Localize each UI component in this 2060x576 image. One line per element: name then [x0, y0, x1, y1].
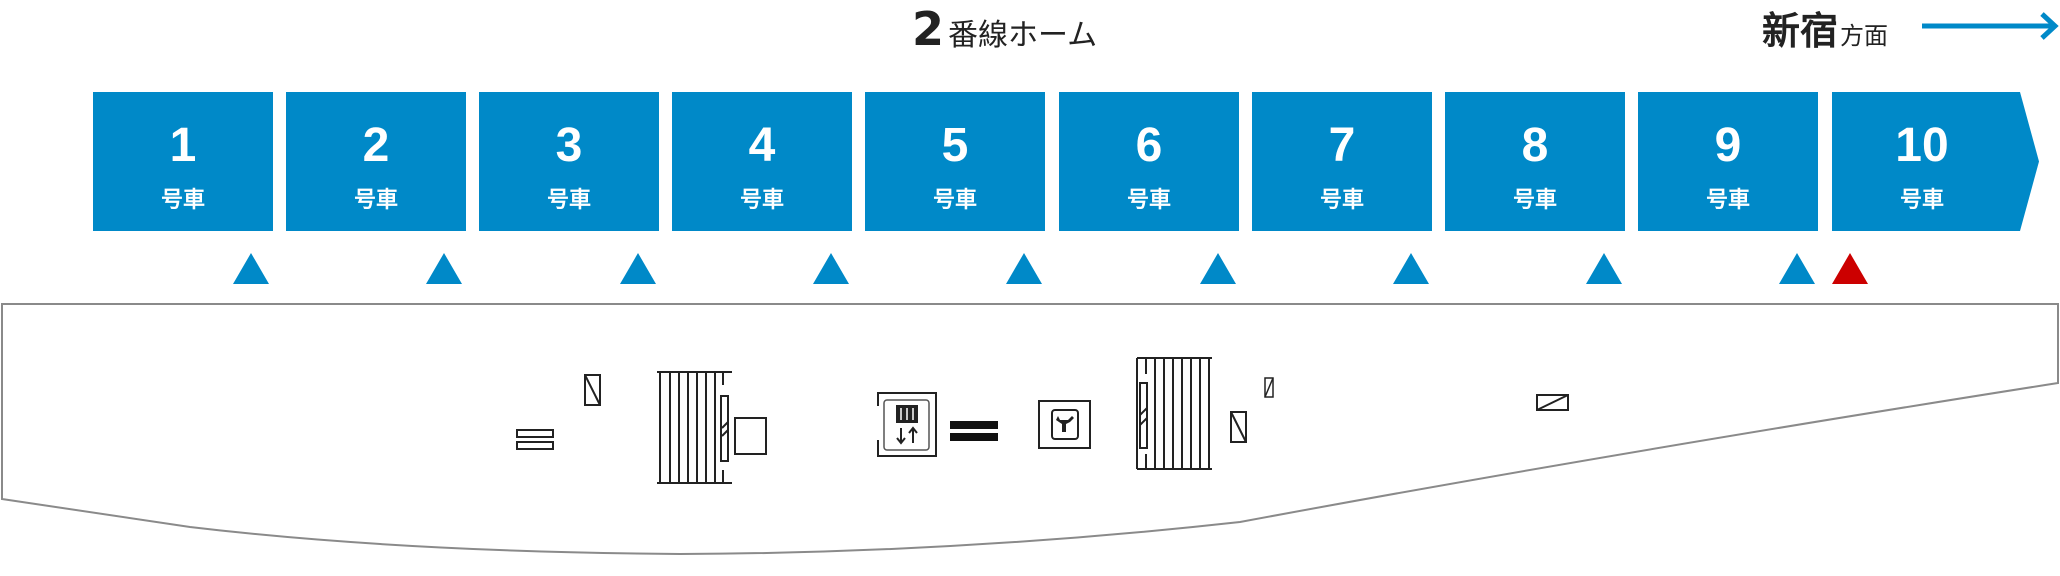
car-2[interactable]: 2 号車	[286, 92, 466, 231]
door-marker	[813, 253, 849, 284]
car-1[interactable]: 1 号車	[93, 92, 273, 231]
stairs-icon	[657, 371, 732, 484]
platform-label: 番線ホーム	[948, 18, 1098, 53]
door-marker	[1586, 253, 1622, 284]
platform-outline	[1, 303, 2059, 556]
car-label: 号車	[1319, 188, 1364, 213]
car-number: 5	[941, 119, 969, 172]
car-6[interactable]: 6 号車	[1059, 92, 1239, 231]
bench-icon	[950, 421, 998, 441]
car-number: 9	[1714, 119, 1742, 172]
car-9[interactable]: 9 号車	[1638, 92, 1818, 231]
car-label: 号車	[546, 188, 591, 213]
door-marker-highlighted	[1832, 253, 1868, 284]
car-number: 6	[1135, 119, 1163, 172]
elevator-icon	[877, 392, 937, 457]
stairs-icon	[1136, 357, 1212, 470]
accessible-restroom-icon	[1038, 400, 1091, 449]
door-marker	[1393, 253, 1429, 284]
vending-machine-icon	[584, 374, 601, 406]
car-number: 2	[362, 119, 390, 172]
car-label: 号車	[1899, 188, 1944, 213]
car-label: 号車	[1126, 188, 1171, 213]
car-number: 4	[748, 119, 776, 172]
car-label: 号車	[160, 188, 205, 213]
vending-machine-icon	[1536, 394, 1569, 411]
bench-icon	[516, 429, 554, 450]
platform-number: 2	[912, 2, 945, 56]
kiosk-icon	[734, 417, 767, 455]
car-7[interactable]: 7 号車	[1252, 92, 1432, 231]
car-label: 号車	[353, 188, 398, 213]
car-number: 10	[1895, 119, 1949, 172]
train-front-tip	[2011, 92, 2039, 231]
car-3[interactable]: 3 号車	[479, 92, 659, 231]
car-4[interactable]: 4 号車	[672, 92, 852, 231]
direction-name: 新宿	[1762, 9, 1839, 53]
door-marker	[1200, 253, 1236, 284]
car-label: 号車	[932, 188, 977, 213]
door-marker	[1779, 253, 1815, 284]
car-5[interactable]: 5 号車	[865, 92, 1045, 231]
vending-machine-icon	[1230, 411, 1247, 443]
door-marker	[233, 253, 269, 284]
door-marker	[620, 253, 656, 284]
direction-suffix: 方面	[1840, 22, 1889, 50]
car-label: 号車	[1705, 188, 1750, 213]
vending-machine-icon	[1264, 377, 1274, 398]
car-number: 8	[1521, 119, 1549, 172]
car-label: 号車	[1512, 188, 1557, 213]
car-number: 3	[555, 119, 583, 172]
arrow-right-icon	[1922, 12, 2059, 40]
car-label: 号車	[739, 188, 784, 213]
car-number: 1	[169, 119, 197, 172]
car-10[interactable]: 10 号車	[1832, 92, 2012, 231]
direction-indicator: 新宿方面	[1762, 0, 1888, 55]
car-number: 7	[1328, 119, 1356, 172]
car-8[interactable]: 8 号車	[1445, 92, 1625, 231]
door-marker	[1006, 253, 1042, 284]
door-marker	[426, 253, 462, 284]
